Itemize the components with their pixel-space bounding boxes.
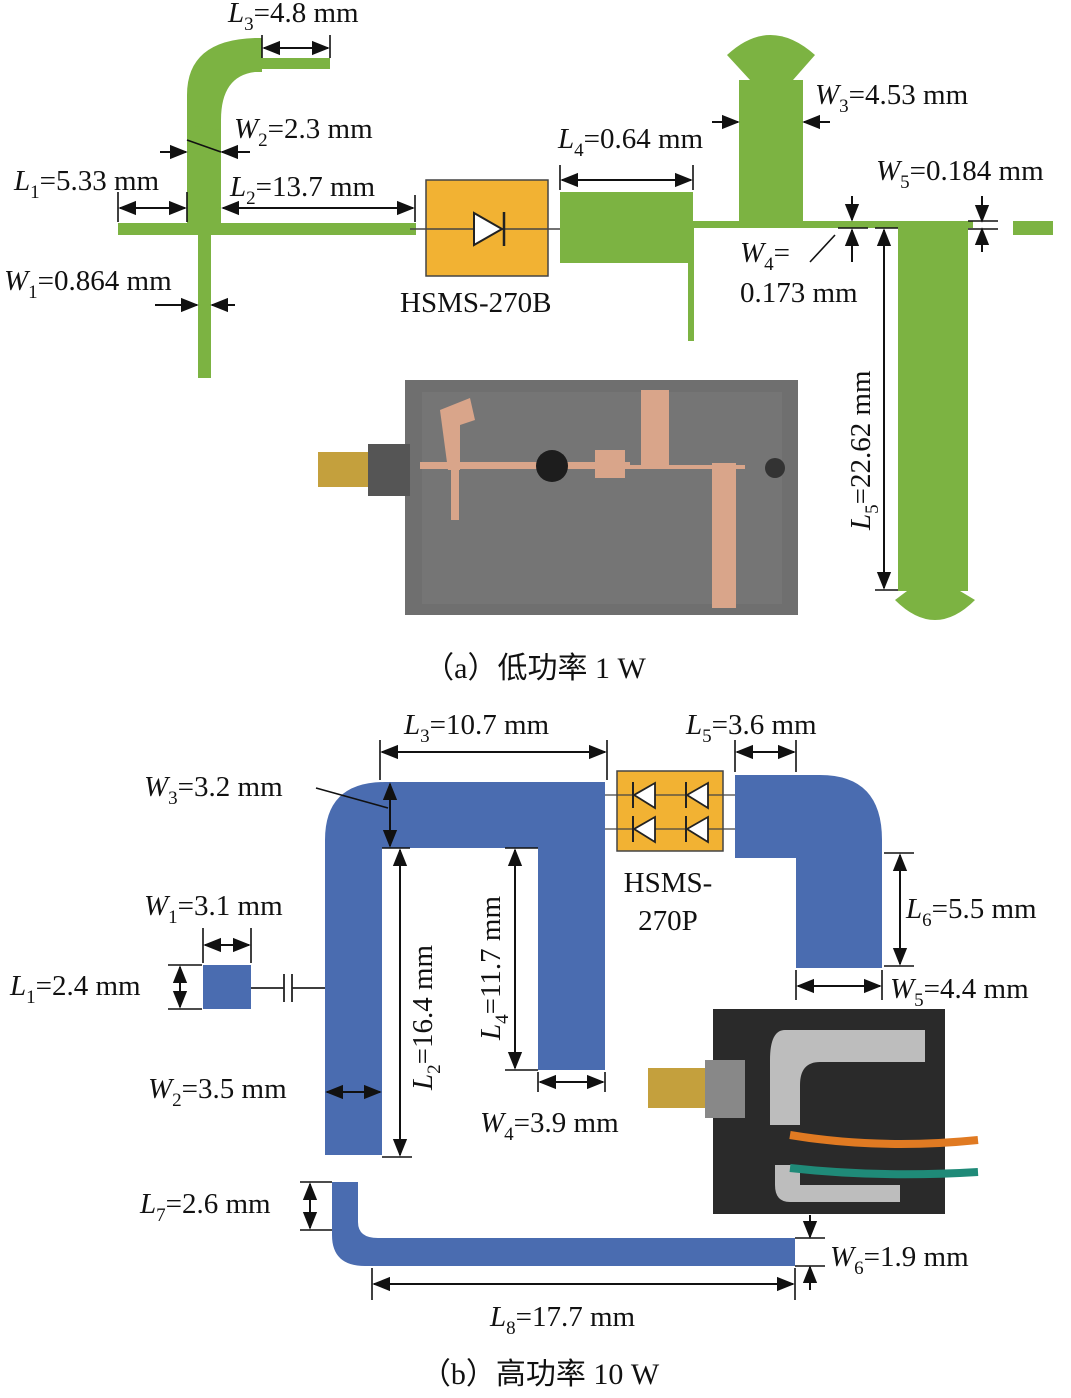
a-stub-l5 <box>898 223 968 591</box>
b-label-W3: W3=3.2 mm <box>144 771 283 809</box>
a-label-L3: L3=4.8 mm <box>227 0 359 35</box>
a-stub-w2 <box>187 120 221 230</box>
a-stub-w1 <box>198 228 211 378</box>
b-pad-w1 <box>203 965 251 1009</box>
b-label-L4: L4=11.7 mm <box>475 896 513 1041</box>
a-stub-w3 <box>739 80 803 223</box>
b-label-W1: W1=3.1 mm <box>144 890 283 928</box>
b-label-L7: L7=2.6 mm <box>139 1188 271 1226</box>
b-label-L6: L6=5.5 mm <box>905 893 1037 931</box>
b-label-L3: L3=10.7 mm <box>403 709 550 747</box>
a-radial-stub-top <box>727 35 815 80</box>
a-diode-icon <box>473 211 505 247</box>
b-right-bend <box>735 775 882 968</box>
b-label-L1: L1=2.4 mm <box>9 970 141 1008</box>
a-bend <box>187 38 262 130</box>
b-label-W5: W5=4.4 mm <box>890 973 1029 1011</box>
a-label-L5: L5=22.62 mm <box>845 370 883 531</box>
b-diode-icon-4 <box>685 815 709 844</box>
a-diode-box <box>425 179 549 277</box>
a-pad-l4 <box>560 192 693 263</box>
a-label-L4: L4=0.64 mm <box>557 123 704 161</box>
b-label-L5: L5=3.6 mm <box>685 709 817 747</box>
b-label-W6: W6=1.9 mm <box>830 1241 969 1279</box>
a-l3-line <box>258 58 330 69</box>
b-diode-icon-1 <box>632 781 656 810</box>
a-label-W2: W2=2.3 mm <box>234 113 373 151</box>
b-caption: （b）高功率 10 W <box>421 1358 660 1391</box>
b-bottom-trace <box>332 1182 795 1266</box>
a-feed-line <box>118 223 416 235</box>
a-label-W5: W5=0.184 mm <box>876 155 1044 193</box>
b-label-L2: L2=16.4 mm <box>407 944 445 1091</box>
b-label-L8: L8=17.7 mm <box>489 1301 636 1339</box>
panel-b: HSMS- 270P <box>9 709 1037 1391</box>
a-label-L1: L1=5.33 mm <box>13 165 160 203</box>
a-label-W4-value: 0.173 mm <box>740 277 858 309</box>
a-label-L2: L2=13.7 mm <box>229 171 376 209</box>
panel-a: HSMS-270B <box>4 0 1053 685</box>
a-label-W1: W1=0.864 mm <box>4 265 172 303</box>
b-diode-icon-2 <box>685 781 709 810</box>
b-diode-icon-3 <box>632 815 656 844</box>
a-caption: （a）低功率 1 W <box>424 652 646 685</box>
a-sma-connector <box>318 452 370 487</box>
b-sma-connector <box>648 1068 708 1108</box>
a-radial-stub-bottom <box>895 591 975 620</box>
a-label-W4: W4= <box>740 237 790 275</box>
b-diode-label-1: HSMS- <box>624 867 713 899</box>
a-diode-label: HSMS-270B <box>400 287 552 319</box>
a-label-W3: W3=4.53 mm <box>815 79 969 117</box>
b-main-trace <box>325 782 605 1155</box>
b-diode-label-2: 270P <box>638 905 698 937</box>
b-label-W2: W2=3.5 mm <box>148 1073 287 1111</box>
b-label-W4: W4=3.9 mm <box>480 1107 619 1145</box>
